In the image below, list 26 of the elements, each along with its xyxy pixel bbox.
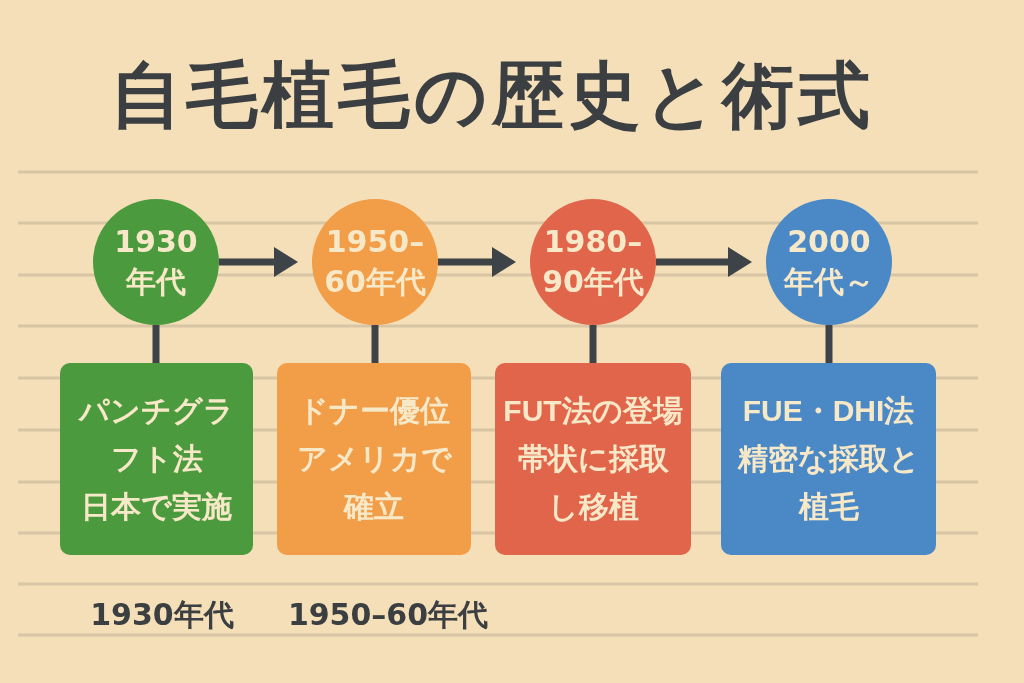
method-text: アメリカで確立 bbox=[295, 441, 453, 525]
method-text: 日本で実施 bbox=[80, 489, 233, 525]
method-text: 精密な採取と植毛 bbox=[736, 441, 921, 525]
method-text: 帯状に採取し移植 bbox=[516, 441, 670, 525]
arrow bbox=[438, 247, 516, 277]
method-card bbox=[60, 363, 253, 555]
connector-line bbox=[825, 325, 833, 363]
connector-line bbox=[589, 325, 597, 363]
method-title: FUT法の登場 bbox=[502, 393, 684, 429]
era-text: 1980–90年代 bbox=[541, 223, 645, 301]
era-text: 1950–60年代 bbox=[323, 223, 427, 301]
method-title: FUE・DHI法 bbox=[741, 393, 916, 429]
method-title: ドナー優位 bbox=[297, 393, 451, 429]
connector-line bbox=[152, 325, 160, 363]
diagram-title: 自毛植毛の歴史と術式 bbox=[110, 54, 874, 137]
arrow bbox=[219, 247, 298, 277]
method-card bbox=[495, 363, 691, 555]
era-label: 1950–60年代 bbox=[287, 596, 489, 634]
method-card bbox=[277, 363, 471, 555]
era-label: 1930年代 bbox=[90, 596, 234, 634]
method-card bbox=[721, 363, 936, 555]
era-text: 2000年代～ bbox=[782, 223, 875, 301]
era-text: 1930年代 bbox=[113, 223, 199, 301]
method-title: パンチグラフト法 bbox=[77, 393, 235, 477]
connector-line bbox=[371, 325, 379, 363]
arrow bbox=[656, 247, 752, 277]
